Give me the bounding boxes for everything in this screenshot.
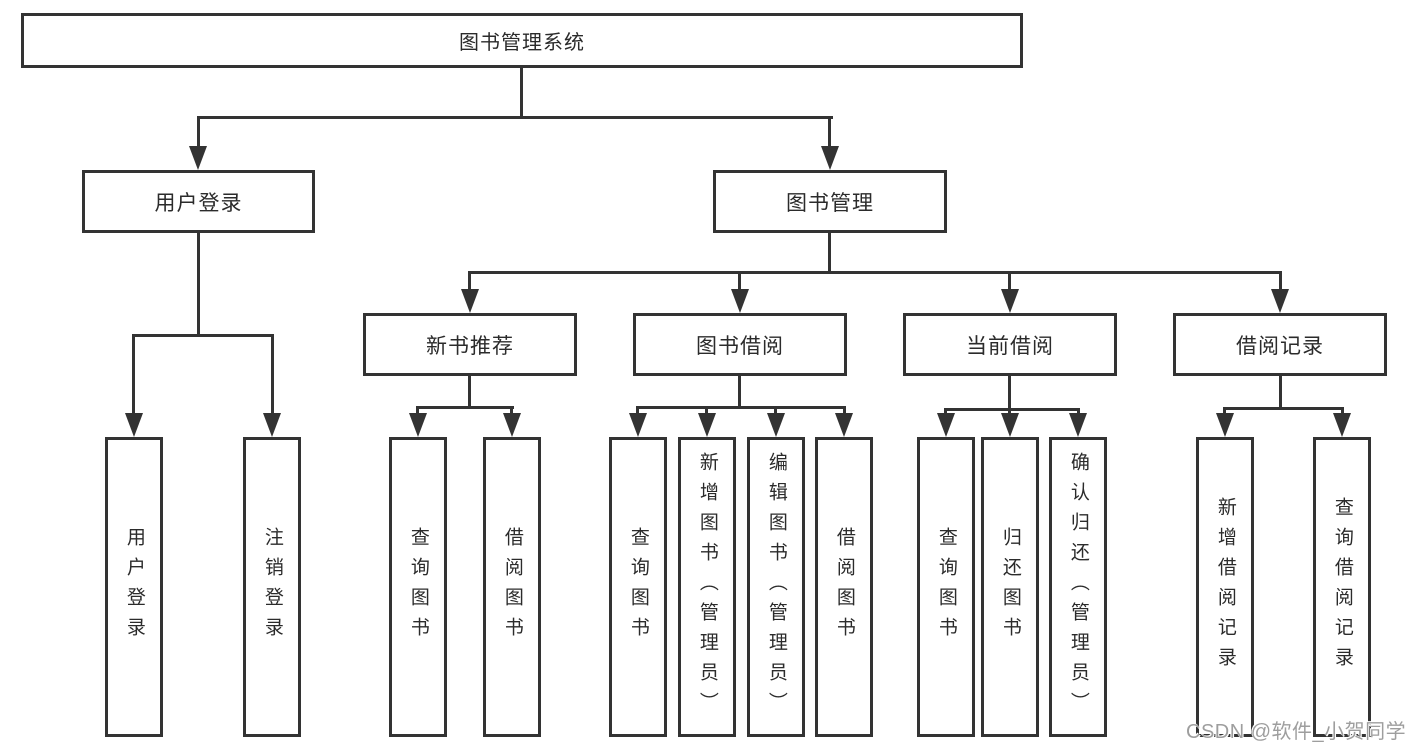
arrow-down-icon bbox=[1069, 413, 1087, 437]
arrow-down-icon bbox=[698, 413, 716, 437]
connector-line bbox=[636, 406, 846, 409]
arrow-down-icon bbox=[1001, 413, 1019, 437]
node-borrowing-records: 借阅记录 bbox=[1173, 313, 1387, 376]
node-label: 借阅记录 bbox=[1236, 334, 1324, 358]
leaf-borrow-book: 借阅图书 bbox=[815, 437, 873, 737]
arrow-down-icon bbox=[821, 146, 839, 170]
connector-line bbox=[1008, 271, 1011, 292]
leaf-recommend-query-book: 查询图书 bbox=[389, 437, 447, 737]
connector-line bbox=[944, 408, 1080, 411]
node-new-book-recommendation: 新书推荐 bbox=[363, 313, 577, 376]
watermark: CSDN @软件_小贺同学 bbox=[1186, 721, 1405, 743]
arrow-down-icon bbox=[461, 289, 479, 313]
arrow-down-icon bbox=[409, 413, 427, 437]
connector-line bbox=[738, 376, 741, 408]
connector-line bbox=[944, 408, 947, 416]
connector-line bbox=[197, 233, 200, 335]
leaf-label: 确认归还（管理员） bbox=[1067, 452, 1089, 722]
leaf-user-login: 用户登录 bbox=[105, 437, 163, 737]
connector-line bbox=[1341, 407, 1344, 416]
connector-line bbox=[468, 271, 471, 292]
connector-line bbox=[1223, 407, 1226, 416]
arrow-down-icon bbox=[835, 413, 853, 437]
node-current-borrowing: 当前借阅 bbox=[903, 313, 1117, 376]
connector-line bbox=[636, 406, 639, 416]
arrow-down-icon bbox=[263, 413, 281, 437]
connector-line bbox=[468, 271, 1282, 274]
leaf-label: 查询图书 bbox=[935, 527, 957, 647]
leaf-label: 查询图书 bbox=[407, 527, 429, 647]
connector-line bbox=[1077, 408, 1080, 416]
node-label: 用户登录 bbox=[154, 191, 243, 215]
leaf-logout: 注销登录 bbox=[243, 437, 301, 737]
arrow-down-icon bbox=[1333, 413, 1351, 437]
node-label: 图书管理 bbox=[786, 191, 874, 215]
leaf-label: 借阅图书 bbox=[833, 527, 855, 647]
leaf-confirm-return-admin: 确认归还（管理员） bbox=[1049, 437, 1107, 737]
leaf-borrow-query-book: 查询图书 bbox=[609, 437, 667, 737]
connector-line bbox=[132, 334, 135, 416]
leaf-add-book-admin: 新增图书（管理员） bbox=[678, 437, 736, 737]
connector-line bbox=[774, 406, 777, 416]
connector-line bbox=[416, 406, 419, 416]
connector-line bbox=[1008, 376, 1011, 410]
leaf-label: 归还图书 bbox=[999, 527, 1021, 647]
node-library-management-system: 图书管理系统 bbox=[21, 13, 1023, 68]
leaf-label: 借阅图书 bbox=[501, 527, 523, 647]
connector-line bbox=[828, 116, 831, 148]
connector-line bbox=[132, 334, 274, 337]
leaf-label: 编辑图书（管理员） bbox=[765, 452, 787, 722]
arrow-down-icon bbox=[189, 146, 207, 170]
node-label: 新书推荐 bbox=[426, 334, 514, 358]
connector-line bbox=[843, 406, 846, 416]
leaf-query-borrow-record: 查询借阅记录 bbox=[1313, 437, 1371, 737]
connector-line bbox=[1279, 271, 1282, 292]
arrow-down-icon bbox=[125, 413, 143, 437]
arrow-down-icon bbox=[731, 289, 749, 313]
arrow-down-icon bbox=[1271, 289, 1289, 313]
connector-line bbox=[197, 116, 200, 148]
leaf-edit-book-admin: 编辑图书（管理员） bbox=[747, 437, 805, 737]
connector-line bbox=[271, 334, 274, 416]
connector-line bbox=[738, 271, 741, 292]
leaf-label: 查询借阅记录 bbox=[1331, 497, 1353, 677]
arrow-down-icon bbox=[1216, 413, 1234, 437]
leaf-label: 新增借阅记录 bbox=[1214, 497, 1236, 677]
node-label: 图书管理系统 bbox=[459, 32, 585, 54]
connector-line bbox=[416, 406, 514, 409]
arrow-down-icon bbox=[503, 413, 521, 437]
connector-line bbox=[828, 233, 831, 273]
leaf-return-book: 归还图书 bbox=[981, 437, 1039, 737]
connector-line bbox=[197, 116, 833, 119]
node-user-login: 用户登录 bbox=[82, 170, 315, 233]
connector-line bbox=[468, 376, 471, 409]
node-label: 当前借阅 bbox=[966, 334, 1054, 358]
connector-line bbox=[1008, 408, 1011, 416]
leaf-recommend-borrow-book: 借阅图书 bbox=[483, 437, 541, 737]
leaf-add-borrow-record: 新增借阅记录 bbox=[1196, 437, 1254, 737]
leaf-label: 注销登录 bbox=[261, 527, 283, 647]
connector-line bbox=[1279, 376, 1282, 409]
connector-line bbox=[705, 406, 708, 416]
node-label: 图书借阅 bbox=[696, 334, 784, 358]
leaf-label: 用户登录 bbox=[123, 527, 145, 647]
arrow-down-icon bbox=[767, 413, 785, 437]
leaf-current-query-book: 查询图书 bbox=[917, 437, 975, 737]
leaf-label: 查询图书 bbox=[627, 527, 649, 647]
node-book-borrowing: 图书借阅 bbox=[633, 313, 847, 376]
arrow-down-icon bbox=[937, 413, 955, 437]
connector-line bbox=[1223, 407, 1344, 410]
arrow-down-icon bbox=[1001, 289, 1019, 313]
node-book-management: 图书管理 bbox=[713, 170, 947, 233]
connector-line bbox=[520, 66, 523, 117]
connector-line bbox=[510, 406, 513, 416]
arrow-down-icon bbox=[629, 413, 647, 437]
leaf-label: 新增图书（管理员） bbox=[696, 452, 718, 722]
